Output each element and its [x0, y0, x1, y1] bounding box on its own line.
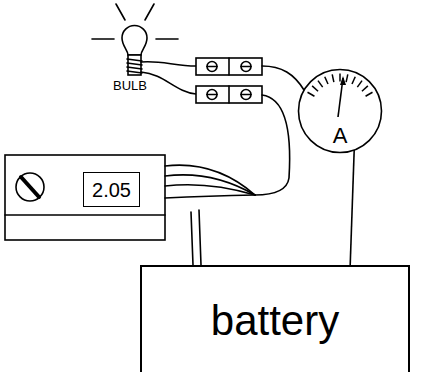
scale-tick [339, 74, 341, 82]
voltmeter-base [5, 214, 165, 216]
ammeter-face [299, 70, 382, 153]
wire [191, 212, 193, 265]
coiled-lead [165, 195, 255, 198]
terminal-divider [228, 86, 230, 103]
ammeter-needle-tip [340, 76, 346, 85]
wire [141, 72, 196, 94]
meter-symbol: A [333, 124, 348, 148]
terminal-screw [241, 94, 251, 96]
scale-tick [318, 81, 323, 87]
ammeter: A [297, 68, 383, 154]
battery-box: battery [140, 265, 410, 372]
terminal-block [196, 58, 262, 75]
light-ray [145, 4, 154, 20]
scale-tick [352, 77, 355, 84]
voltmeter-display: 2.05 [83, 172, 140, 207]
light-ray [92, 38, 114, 40]
wire [199, 210, 201, 265]
coiled-lead [165, 165, 255, 195]
coiled-lead [165, 185, 255, 195]
scale-tick [346, 74, 348, 82]
bulb-thread [127, 59, 142, 61]
battery-label: battery [211, 298, 339, 344]
bulb-base [128, 55, 141, 75]
terminal-block [196, 86, 262, 103]
bulb-thread [127, 67, 142, 69]
terminal-screw [241, 62, 251, 72]
terminal-screw [241, 90, 251, 100]
terminal-screw [241, 66, 251, 68]
terminal-divider [228, 58, 230, 75]
scale-tick [332, 74, 334, 82]
terminal-screw [207, 66, 217, 68]
voltmeter-dial [16, 173, 44, 201]
coiled-lead [165, 175, 255, 195]
voltmeter-body [5, 155, 165, 240]
wire [255, 95, 290, 195]
meter-reading: 2.05 [92, 179, 131, 201]
light-ray [156, 38, 178, 40]
terminal-screw [207, 94, 217, 96]
scale-tick [357, 81, 362, 87]
bulb-thread [127, 63, 142, 65]
scale-tick [325, 77, 328, 84]
part-label: BULB [113, 79, 147, 93]
wire-connector [350, 150, 354, 265]
light-ray [116, 4, 125, 20]
scale-tick [308, 92, 315, 96]
scale-tick [362, 86, 368, 91]
bulb-glass [122, 25, 147, 55]
scale-tick [312, 86, 318, 91]
terminal-screw [207, 90, 217, 100]
scale-tick [366, 92, 373, 96]
wire [141, 62, 196, 66]
bulb-thread [127, 71, 142, 73]
wire [262, 66, 304, 90]
voltmeter-dial-pointer [21, 177, 39, 197]
terminal-screw [207, 62, 217, 72]
